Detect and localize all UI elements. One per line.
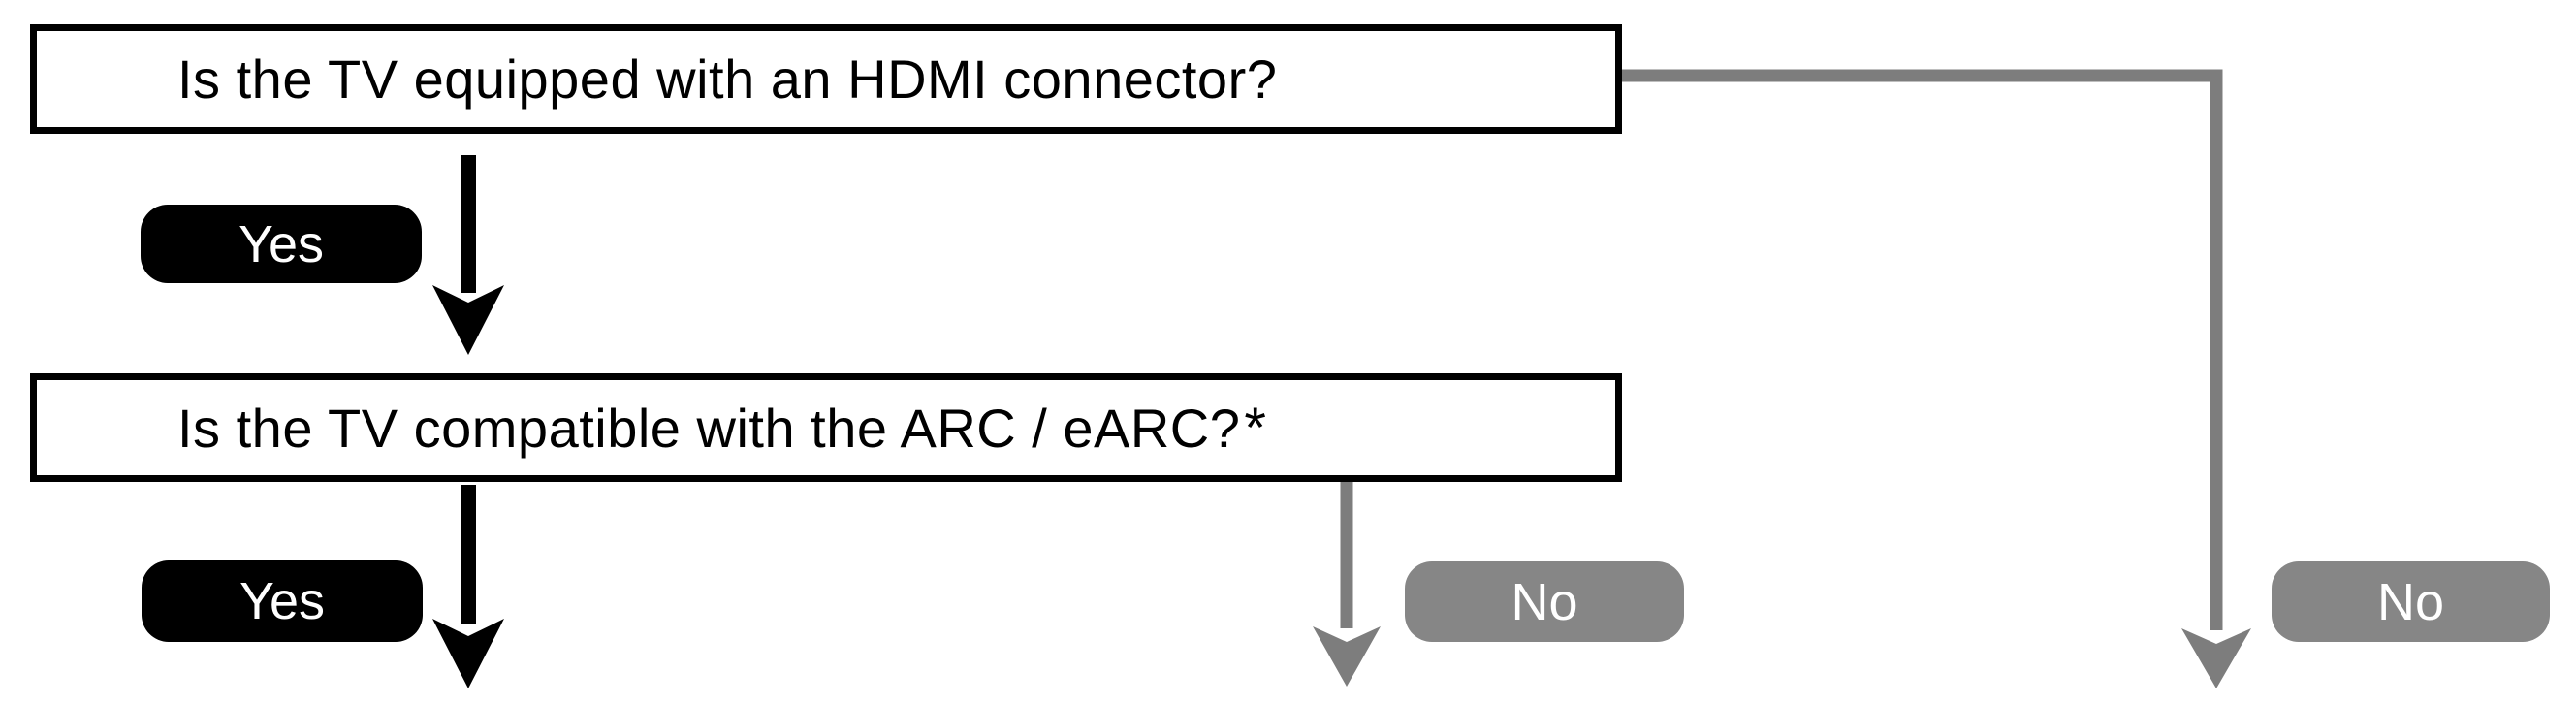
yes-badge-hdmi-label: Yes [238,214,325,273]
no-badge-arc-label: No [1511,572,1578,631]
no-badge-hdmi: No [2272,561,2550,642]
footnote-asterisk: * [1244,396,1267,460]
no-arrowhead-hdmi-icon [2181,628,2251,688]
question-box-hdmi: Is the TV equipped with an HDMI connecto… [30,24,1622,134]
no-connector-line-hdmi [1622,69,2223,630]
yes-badge-arc-label: Yes [239,572,326,630]
yes-badge-arc: Yes [142,560,423,642]
question-text-arc: Is the TV compatible with the ARC / eARC… [177,397,1241,459]
no-arrowhead-arc-icon [1313,626,1381,687]
yes-badge-hdmi: Yes [141,205,422,283]
no-badge-arc: No [1405,561,1684,642]
no-badge-hdmi-label: No [2376,572,2445,631]
yes-arrowhead-arc-icon [432,619,504,688]
yes-arrowhead-hdmi-icon [432,285,504,355]
question-text-hdmi: Is the TV equipped with an HDMI connecto… [177,48,1278,110]
question-box-arc: Is the TV compatible with the ARC / eARC… [30,373,1622,482]
